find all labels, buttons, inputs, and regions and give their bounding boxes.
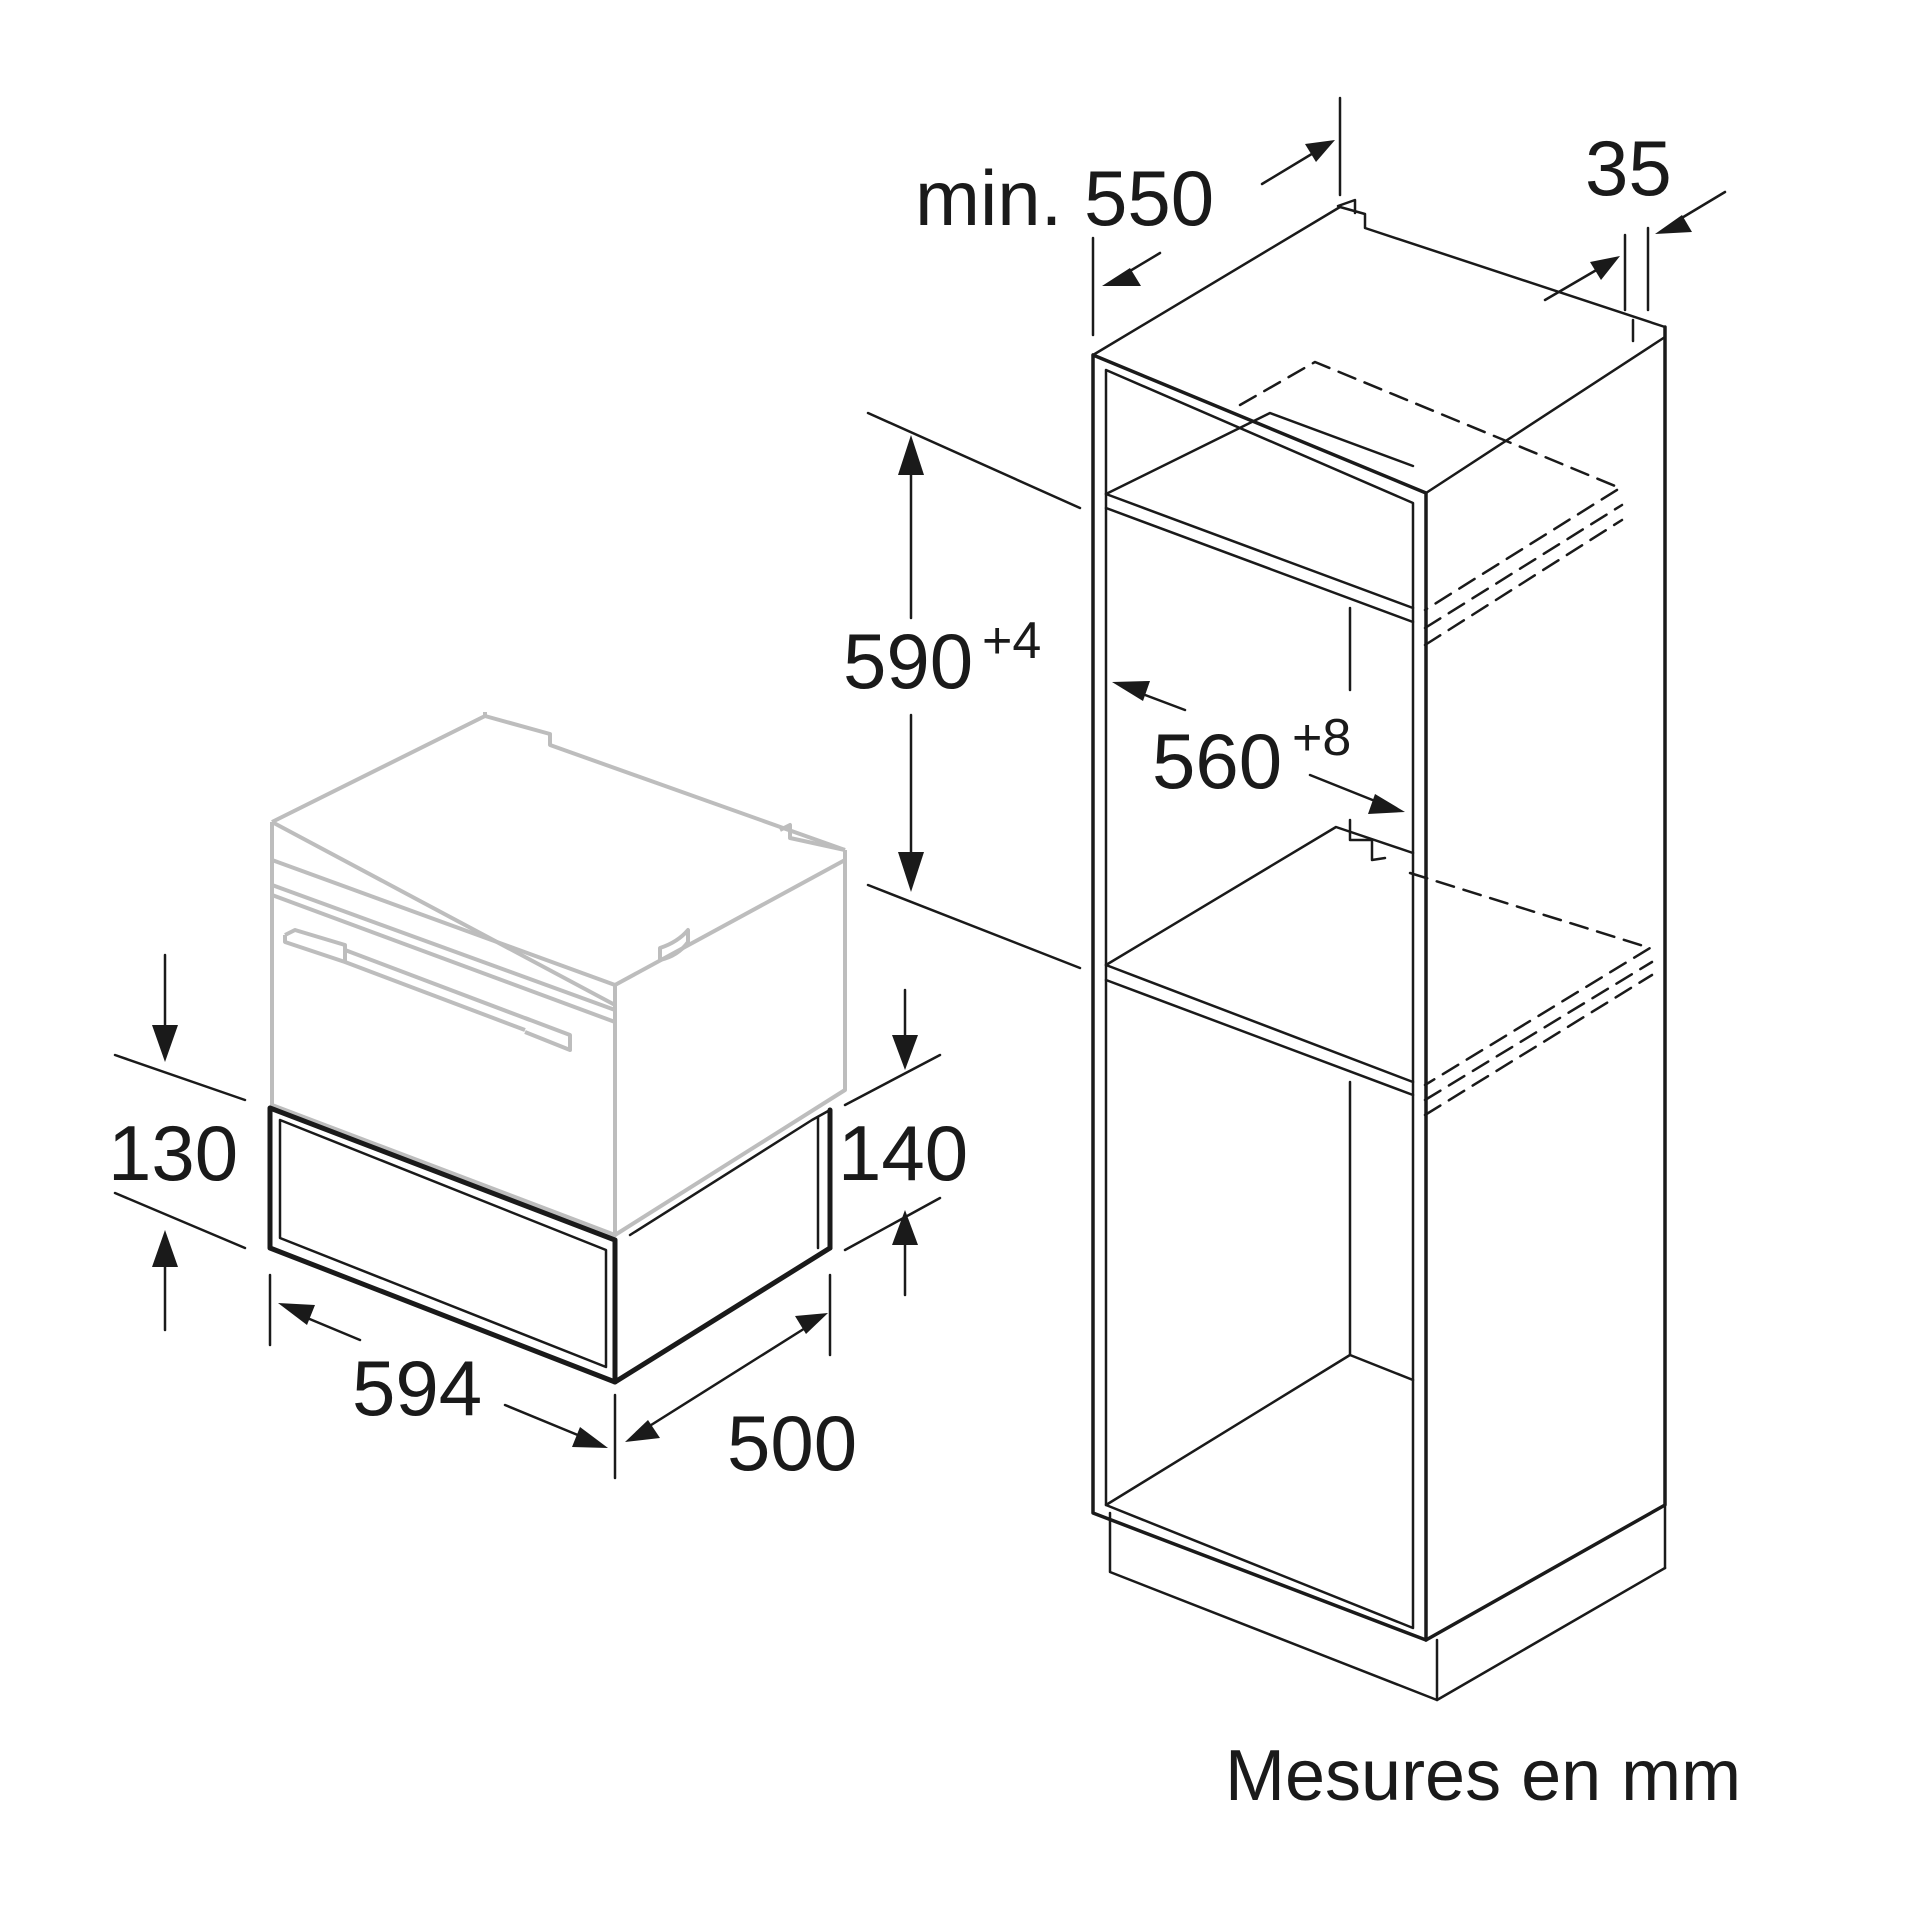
niche-width-label: 560 [1152,717,1282,805]
cabinet-dimensions [866,96,1727,970]
drawer-dimensions [113,953,942,1480]
niche-width-tolerance: +8 [1292,709,1351,767]
unit-note: Mesures en mm [1225,1736,1741,1816]
tall-cabinet [1091,198,1667,1702]
niche-height-label: 590 [843,617,973,705]
drawer-width-label: 594 [352,1344,482,1432]
drawer-depth-label: 500 [727,1399,857,1487]
warming-drawer [267,1105,833,1385]
oven-outline [270,712,847,1237]
niche-height-tolerance: +4 [982,612,1041,670]
cabinet-depth-label: min. 550 [915,154,1214,242]
drawer-height-side-label: 140 [838,1109,968,1197]
back-clearance-label: 35 [1585,124,1672,212]
drawer-height-front-label: 130 [108,1109,238,1197]
